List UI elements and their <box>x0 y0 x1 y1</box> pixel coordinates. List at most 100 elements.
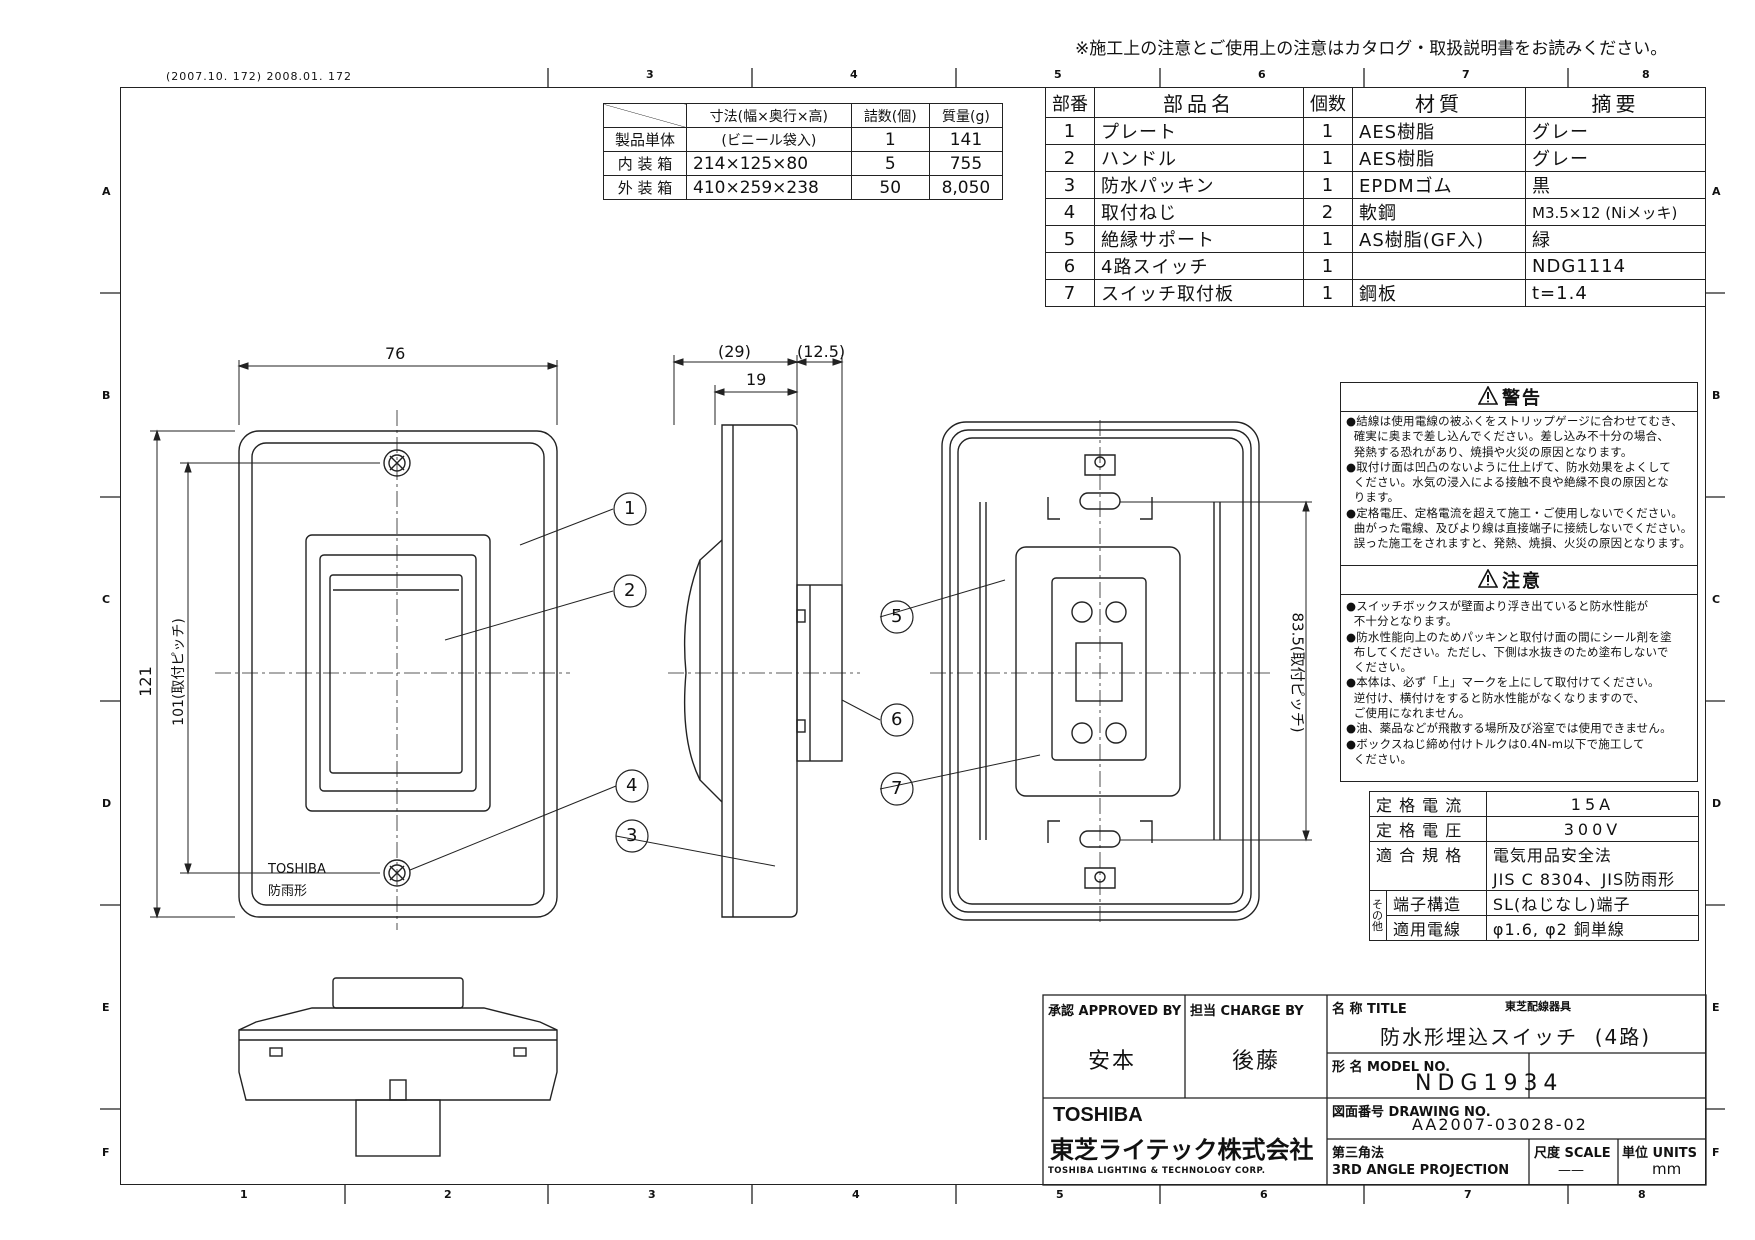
front-brand-label: TOSHIBA <box>268 862 326 877</box>
warning-text: ●結線は使用電線の被ふくをストリップゲージに合わせてむき、 確実に奥まで差し込ん… <box>1346 414 1693 551</box>
charge-label: 担当 CHARGE BY <box>1190 1004 1304 1019</box>
zone-top-7: 7 <box>1462 68 1470 81</box>
packing-row-name: 外 装 箱 <box>603 175 687 200</box>
packing-row-dims: 410×259×238 <box>686 175 852 200</box>
zone-bottom-6: 6 <box>1260 1188 1268 1201</box>
zone-row-a-right: A <box>1712 185 1721 198</box>
parts-row-note: t=1.4 <box>1525 279 1706 307</box>
zone-row-c-right: C <box>1712 593 1721 606</box>
callout-5: 5 <box>891 606 903 627</box>
zone-top-4: 4 <box>850 68 858 81</box>
packing-table: 寸法(幅×奥行×高) 詰数(個) 質量(g) 製品単体 (ビニール袋入) 1 1… <box>603 103 1004 200</box>
bottom-view <box>238 977 558 1157</box>
company-name: 東芝ライテック株式会社 <box>1050 1136 1314 1164</box>
projection-value: 3RD ANGLE PROJECTION <box>1332 1163 1510 1178</box>
parts-row-qty: 2 <box>1303 198 1353 226</box>
caution-triangle-icon <box>1478 569 1498 588</box>
company-logo: TOSHIBA <box>1053 1104 1143 1126</box>
revision-history: (2007.10. 172) 2008.01. 172 <box>166 70 353 83</box>
dim-rear-pitch: 83.5(取付ピッチ) <box>1288 612 1307 733</box>
warning-title: 警告 <box>1502 388 1542 409</box>
model-value: NDG1934 <box>1415 1071 1564 1096</box>
parts-row-no: 7 <box>1045 279 1095 307</box>
side-dimensions <box>672 355 844 585</box>
zone-row-f-right: F <box>1712 1146 1720 1159</box>
zone-top-8: 8 <box>1642 68 1650 81</box>
charge-value: 後藤 <box>1232 1049 1281 1074</box>
front-dimensions <box>150 360 559 919</box>
packing-row-dims: 214×125×80 <box>686 151 852 176</box>
caution-text: ●スイッチボックスが壁面より浮き出ていると防水性能が 不十分となります。 ●防水… <box>1346 599 1672 766</box>
packing-row-name: 内 装 箱 <box>603 151 687 176</box>
parts-row-qty: 1 <box>1303 144 1353 172</box>
parts-row-material: AES樹脂 <box>1352 144 1526 172</box>
parts-row-qty: 1 <box>1303 171 1353 199</box>
front-type-label: 防雨形 <box>268 884 308 899</box>
callout-4: 4 <box>626 775 638 796</box>
packing-row-qty: 50 <box>850 175 930 200</box>
drawing-value: AA2007-03028-02 <box>1412 1115 1588 1134</box>
parts-row-material: AS樹脂(GF入) <box>1352 225 1526 253</box>
units-label: 単位 UNITS <box>1622 1146 1698 1161</box>
rating-terminal-label: 端子構造 <box>1386 890 1487 916</box>
warning-box <box>1340 382 1698 782</box>
parts-row-name: 取付ねじ <box>1094 198 1304 226</box>
projection-label: 第三角法 <box>1332 1146 1385 1161</box>
packing-row-qty: 5 <box>850 151 930 176</box>
packing-corner-cell <box>603 103 687 128</box>
packing-row-mass: 755 <box>928 151 1004 176</box>
packing-row-mass: 8,050 <box>928 175 1004 200</box>
zone-top-5: 5 <box>1054 68 1062 81</box>
warning-triangle-icon <box>1478 386 1498 405</box>
zone-row-e-right: E <box>1712 1001 1720 1014</box>
packing-row-dims: (ビニール袋入) <box>686 127 852 152</box>
front-view <box>215 410 570 930</box>
packing-row: 内 装 箱 214×125×80 5 755 <box>603 151 1004 176</box>
zone-bottom-3: 3 <box>648 1188 656 1201</box>
caution-title: 注意 <box>1502 571 1542 592</box>
callout-2: 2 <box>624 580 636 601</box>
title-value: 防水形埋込スイッチ (4路) <box>1380 1025 1652 1049</box>
parts-row-qty: 1 <box>1303 225 1353 253</box>
side-view <box>668 424 860 918</box>
rating-voltage-value: 300V <box>1485 816 1700 842</box>
model-label: 形 名 MODEL NO. <box>1332 1060 1451 1075</box>
packing-row-name: 製品単体 <box>603 127 687 152</box>
parts-row-name: 防水パッキン <box>1094 171 1304 199</box>
zone-top-6: 6 <box>1258 68 1266 81</box>
rating-wire-label: 適用電線 <box>1386 915 1487 941</box>
approved-label: 承認 APPROVED BY <box>1048 1004 1182 1019</box>
zone-bottom-8: 8 <box>1638 1188 1646 1201</box>
zone-row-d-right: D <box>1712 797 1722 810</box>
zone-bottom-1: 1 <box>240 1188 248 1201</box>
parts-row-no: 5 <box>1045 225 1095 253</box>
callout-circles <box>613 492 914 853</box>
approved-value: 安本 <box>1088 1049 1137 1074</box>
dim-depth-total: (29) <box>718 342 751 361</box>
packing-header-dims: 寸法(幅×奥行×高) <box>686 103 852 128</box>
dim-width: 76 <box>385 344 406 363</box>
instruction-note: ※施工上の注意とご使用上の注意はカタログ・取扱説明書をお読みください。 <box>1075 39 1668 59</box>
scale-value: —— <box>1558 1163 1584 1178</box>
rating-standard-label: 適 合 規 格 <box>1369 841 1487 891</box>
zone-bottom-7: 7 <box>1464 1188 1472 1201</box>
parts-row-qty: 1 <box>1303 279 1353 307</box>
parts-row-material: AES樹脂 <box>1352 117 1526 145</box>
zone-bottom-5: 5 <box>1056 1188 1064 1201</box>
dim-height: 121 <box>135 666 155 697</box>
rear-view <box>930 420 1270 925</box>
dim-depth-body: 19 <box>746 370 767 389</box>
parts-row-name: プレート <box>1094 117 1304 145</box>
callout-3: 3 <box>626 825 638 846</box>
parts-row-material: 鋼板 <box>1352 279 1526 307</box>
zone-row-d: D <box>102 797 112 810</box>
scale-label: 尺度 SCALE <box>1534 1146 1611 1161</box>
callout-leaders <box>409 508 1041 871</box>
callout-1: 1 <box>624 498 636 519</box>
drawing-label: 図面番号 DRAWING NO. <box>1332 1105 1491 1120</box>
parts-header-qty: 個数 <box>1303 87 1353 118</box>
